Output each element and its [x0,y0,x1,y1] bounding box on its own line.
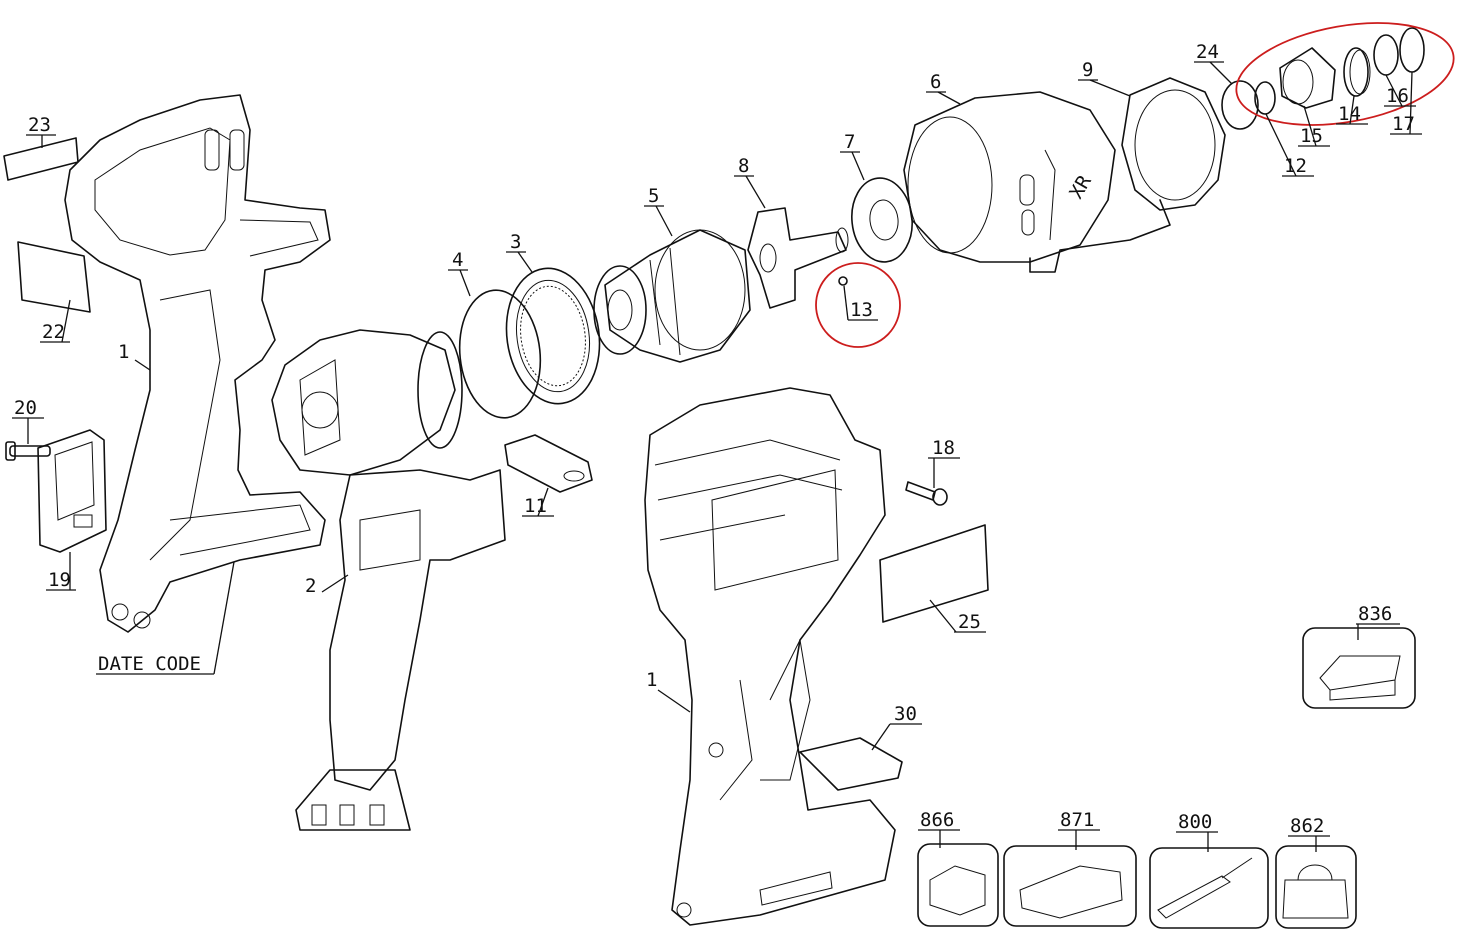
label-862: 862 [1290,815,1324,837]
part-3-ring-gear [505,267,601,405]
part-20-screw [5,441,51,461]
part-4-o-ring [458,289,542,419]
label-866: 866 [920,809,954,831]
label-17: 17 [1392,113,1415,135]
label-18: 18 [932,437,955,459]
label-7: 7 [844,131,855,153]
label-30: 30 [894,703,917,725]
label-5: 5 [648,185,659,207]
label-800: 800 [1178,811,1212,833]
part-836-toolbox [1302,627,1416,709]
label-4: 4 [452,249,463,271]
part-2-motor-assembly [271,329,506,831]
part-8-anvil [747,207,849,309]
label-871: 871 [1060,809,1094,831]
label-836: 836 [1358,603,1392,625]
label-19: 19 [48,569,71,591]
part-labels: 23 22 1 20 19 DATE CODE 2 4 3 5 8 7 13 6… [14,41,1415,837]
part-16-ring [1373,34,1399,76]
highlight-part-13 [815,262,901,348]
part-871-charger [1003,845,1137,927]
part-862-bag [1275,845,1357,929]
label-14: 14 [1338,103,1361,125]
label-13: 13 [850,299,873,321]
label-6: 6 [930,71,941,93]
part-7-washer [851,177,913,263]
label-1-left: 1 [118,341,129,363]
part-12-ring [1254,81,1276,115]
part-23-label-strip [3,137,79,181]
label-24: 24 [1196,41,1219,63]
part-866-battery [917,843,999,927]
part-14-spring [1343,47,1371,97]
part-6-front-housing: XR [903,91,1116,263]
highlight-nose-parts [1235,22,1455,126]
part-15-sleeve [1279,47,1336,109]
label-1-right: 1 [646,669,657,691]
leader-lines [12,61,1422,852]
part-18-screw [905,481,948,506]
label-2: 2 [305,575,316,597]
part-19-belt-clip [37,429,107,553]
label-12: 12 [1284,155,1307,177]
part-1-left-housing [64,94,331,633]
part-5-impact-mechanism [593,229,751,363]
part-13-ball [838,276,848,286]
label-23: 23 [28,114,51,136]
label-8: 8 [738,155,749,177]
part-30-label [799,737,903,791]
label-20: 20 [14,397,37,419]
part-11-connector [504,434,593,493]
part-1-assembled-housing [644,387,896,926]
part-22-label [17,241,91,313]
label-date-code: DATE CODE [98,653,201,675]
label-15: 15 [1300,125,1323,147]
part-25-label [879,524,989,623]
part-24-ring [1221,80,1259,130]
label-11: 11 [524,495,547,517]
part-17-ring [1399,27,1425,73]
label-22: 22 [42,321,65,343]
svg-text:XR: XR [1065,171,1096,202]
label-25: 25 [958,611,981,633]
label-3: 3 [510,231,521,253]
label-16: 16 [1386,85,1409,107]
part-800-accessory [1149,847,1269,929]
part-9-light-ring [1029,77,1226,273]
label-9: 9 [1082,59,1093,81]
